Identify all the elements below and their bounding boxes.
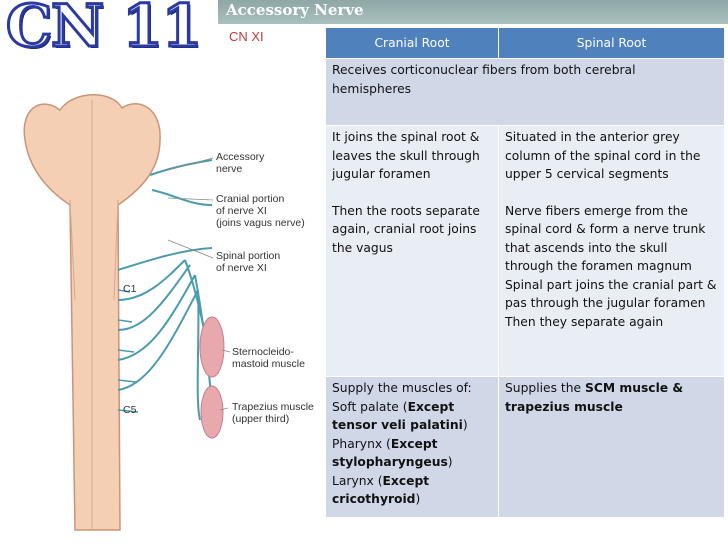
- spinal-course-c: Spinal part joins the cranial part & pas…: [505, 277, 717, 311]
- table-row: Receives corticonuclear fibers from both…: [325, 58, 725, 126]
- nerve-tag: CN XI: [229, 29, 264, 44]
- root-comparison-table: Cranial Root Spinal Root Receives cortic…: [325, 27, 725, 518]
- cell-spinal-course: Situated in the anterior grey column of …: [498, 125, 725, 377]
- cell-fibers: Receives corticonuclear fibers from both…: [325, 58, 725, 126]
- trapezius-muscle: [200, 385, 224, 439]
- supply-pharynx: Pharynx (Except stylopharyngeus): [332, 436, 453, 470]
- spinal-course-b: Nerve fibers emerge from the spinal cord…: [505, 203, 706, 274]
- slide-subtitle: Accessory Nerve: [226, 1, 364, 19]
- spinal-course-d: Then they separate again: [505, 314, 664, 329]
- spinal-supply-bold: SCM muscle & trapezius muscle: [505, 381, 684, 414]
- cranial-course-b: Then the roots separate again, cranial r…: [332, 203, 480, 255]
- title-band: [218, 0, 728, 24]
- spinal-course-a: Situated in the anterior grey column of …: [505, 130, 701, 181]
- supply-larynx: Larynx (Except cricothyroid): [332, 473, 430, 507]
- table-row: It joins the spinal root & leaves the sk…: [325, 125, 725, 377]
- header-cranial-root: Cranial Root: [325, 27, 499, 59]
- table-header-row: Cranial Root Spinal Root: [325, 27, 725, 59]
- cranial-course-a: It joins the spinal root & leaves the sk…: [332, 130, 480, 181]
- supply-soft-palate: Soft palate (Except tensor veli palatini…: [332, 399, 468, 433]
- label-c1: C1: [123, 283, 137, 295]
- supply-intro: Supply the muscles of:: [332, 381, 472, 395]
- table-row: Supply the muscles of: Soft palate (Exce…: [325, 376, 725, 518]
- sternocleidomastoid-muscle: [199, 316, 225, 378]
- spinal-supply-text: Supplies the: [505, 381, 586, 395]
- slide-title: CN 11: [4, 0, 203, 62]
- label-trapezius: Trapezius muscle(upper third): [232, 401, 314, 425]
- cell-spinal-supply: Supplies the SCM muscle & trapezius musc…: [498, 376, 725, 518]
- label-sternocleidomastoid: Sternocleido-mastoid muscle: [232, 346, 305, 370]
- cell-cranial-course: It joins the spinal root & leaves the sk…: [325, 125, 499, 377]
- header-spinal-root: Spinal Root: [498, 27, 725, 59]
- label-c5: C5: [123, 404, 137, 416]
- cell-cranial-supply: Supply the muscles of: Soft palate (Exce…: [325, 376, 499, 518]
